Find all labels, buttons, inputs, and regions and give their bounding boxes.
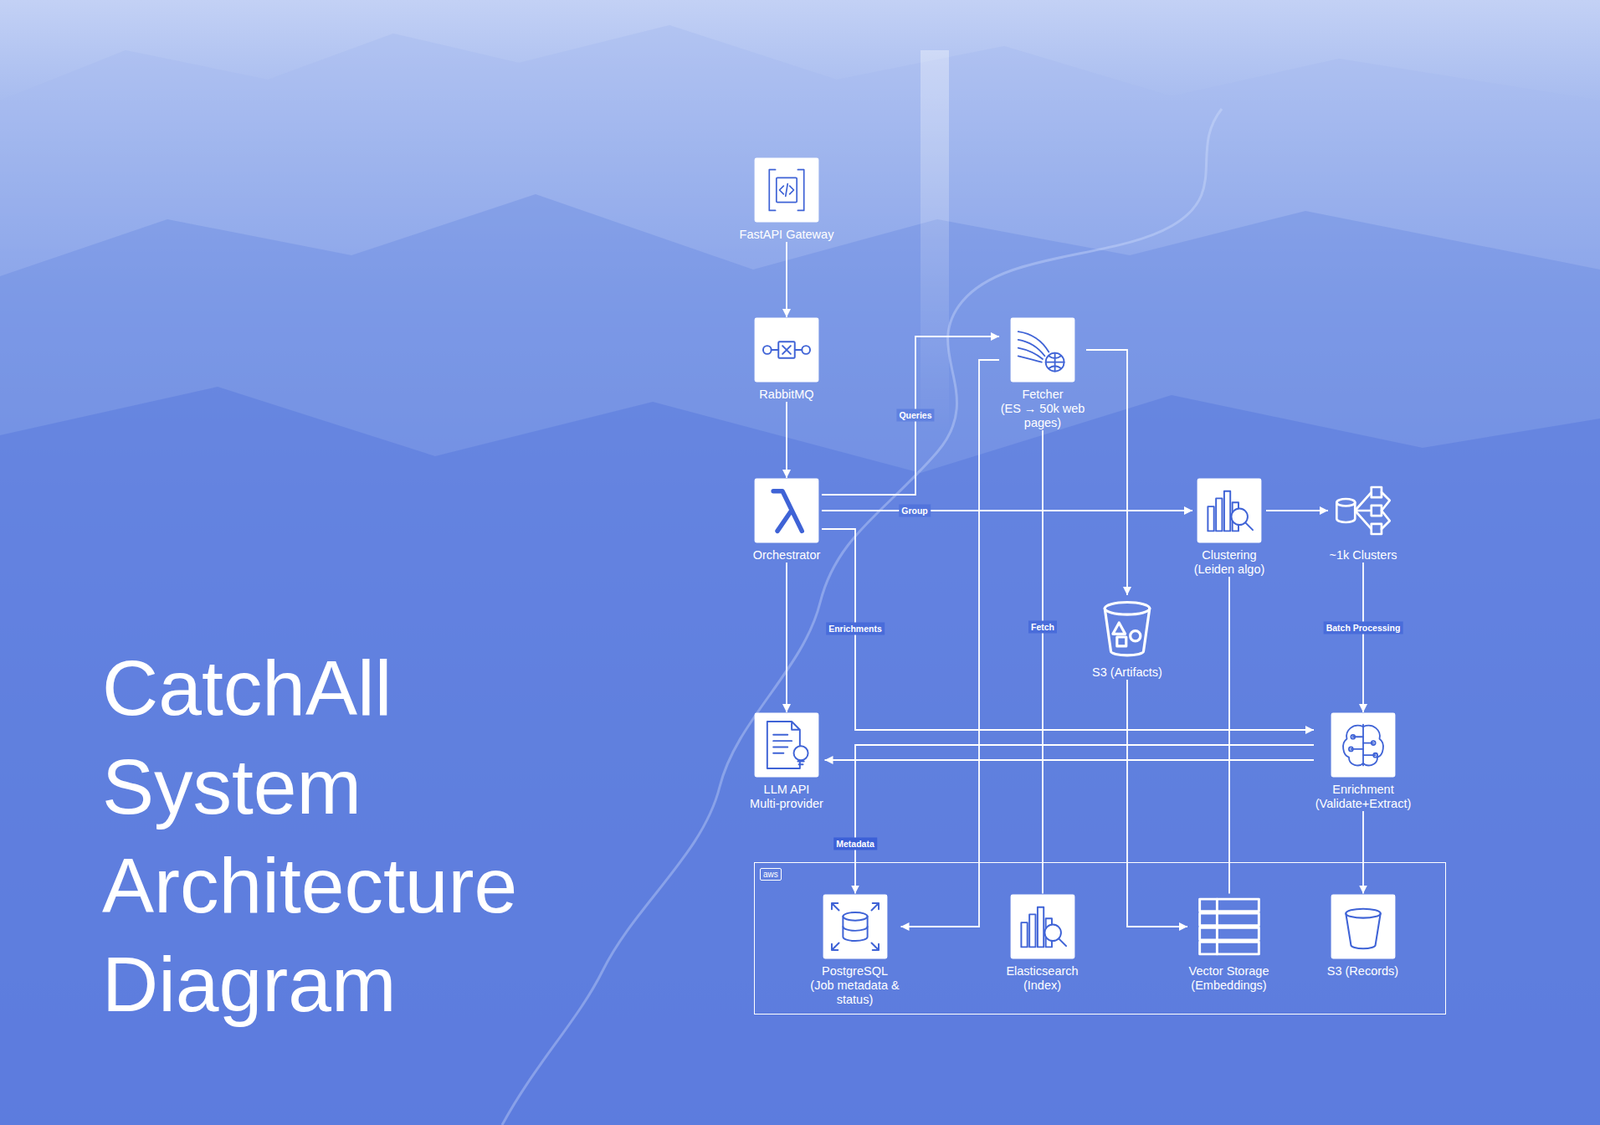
far-ridge: [0, 25, 1600, 1125]
node-label: S3 (Records): [1325, 964, 1400, 979]
node-label: (Embeddings): [1189, 978, 1269, 993]
service-icon: [1196, 477, 1262, 544]
connector: [785, 401, 788, 478]
connector: [785, 562, 788, 713]
node-label: Clustering: [1200, 548, 1259, 563]
node-label: (Job metadata & status): [809, 978, 902, 1007]
connector: [1362, 810, 1365, 894]
node-label: (Index): [1021, 978, 1063, 993]
connector: [1362, 562, 1365, 713]
connector: [821, 528, 1314, 730]
service-icon: [1010, 893, 1076, 959]
service-node: S3 (Artifacts): [1091, 594, 1165, 680]
node-label: FastAPI Gateway: [738, 227, 836, 242]
mid-ridge: [0, 194, 1600, 1125]
service-icon: [753, 317, 820, 383]
node-label: S3 (Artifacts): [1091, 665, 1165, 680]
cloud-logo-label: aws: [759, 867, 782, 881]
edge-label: Queries: [896, 409, 934, 422]
edge-label: Batch Processing: [1323, 621, 1404, 635]
service-node: FastAPI Gateway: [738, 157, 836, 242]
connector: [1041, 430, 1044, 894]
connector: [1266, 509, 1329, 512]
node-label: ~1k Clusters: [1328, 548, 1399, 563]
node-label: Elasticsearch: [1005, 964, 1081, 979]
node-label: Vector Storage: [1187, 964, 1271, 979]
service-icon: [1330, 712, 1396, 778]
service-node: Elasticsearch(Index): [1005, 893, 1081, 993]
connector: [1086, 349, 1128, 595]
service-icon: [753, 712, 820, 778]
service-node: ~1k Clusters: [1328, 477, 1399, 563]
river: [502, 108, 1222, 1125]
light-beam: [920, 50, 949, 436]
service-node: Fetcher(ES → 50k web pages): [999, 317, 1087, 431]
service-node: Orchestrator: [751, 477, 822, 563]
node-label: Enrichment: [1331, 782, 1396, 797]
connector: [785, 241, 788, 318]
service-node: S3 (Records): [1325, 893, 1400, 979]
cloud-group-box: awsPostgreSQL(Job metadata & status) Elas…: [753, 861, 1447, 1015]
service-icon: [1330, 477, 1396, 544]
node-label: (Leiden algo): [1192, 562, 1267, 577]
connector: [1127, 679, 1188, 927]
node-label: RabbitMQ: [758, 387, 816, 402]
connector: [821, 509, 1193, 512]
service-node: PostgreSQL(Job metadata & status): [809, 893, 902, 1007]
node-label: Orchestrator: [751, 548, 822, 563]
edge-label: Group: [898, 504, 931, 518]
service-icon: [1010, 317, 1076, 383]
edge-label: Metadata: [833, 837, 877, 851]
node-label: (Validate+Extract): [1313, 796, 1413, 811]
service-node: LLM APIMulti-provider: [748, 712, 826, 811]
service-icon: [822, 893, 888, 959]
node-label: Multi-provider: [748, 796, 826, 811]
connector: [821, 336, 1000, 495]
near-ridge: [0, 386, 1600, 1125]
service-node: Vector Storage(Embeddings): [1187, 893, 1271, 993]
service-icon: [753, 157, 820, 223]
service-icon: [753, 477, 820, 544]
service-icon: [1196, 893, 1262, 959]
node-label: (ES → 50k web pages): [999, 401, 1087, 431]
service-icon: [1094, 594, 1160, 661]
edge-label: Fetch: [1028, 620, 1057, 634]
node-label: Fetcher: [1020, 387, 1066, 402]
connector: [825, 758, 1315, 761]
connector: [1228, 576, 1231, 894]
node-label: PostgreSQL: [820, 964, 890, 979]
service-icon: [1330, 893, 1396, 959]
connector: [855, 744, 1314, 894]
diagram-title: CatchAll System Architecture Diagram: [102, 638, 621, 1034]
service-node: RabbitMQ: [753, 317, 820, 402]
edge-label: Enrichments: [825, 622, 885, 636]
service-node: Clustering(Leiden algo): [1192, 477, 1267, 577]
node-label: LLM API: [762, 782, 811, 797]
service-node: Enrichment(Validate+Extract): [1313, 712, 1413, 811]
connector: [901, 359, 1000, 927]
